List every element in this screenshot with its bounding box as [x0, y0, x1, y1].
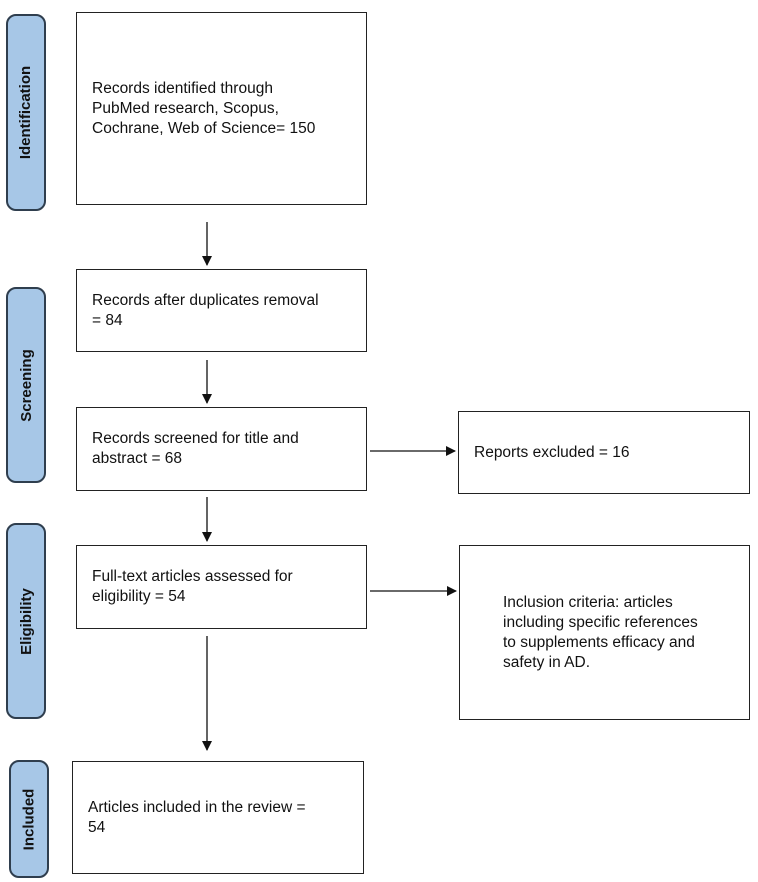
full-text-assessed-box: Full-text articles assessed for eligibil… — [76, 545, 367, 629]
records-screened-text: Records screened for title and abstract … — [92, 430, 299, 467]
reports-excluded-text: Reports excluded = 16 — [474, 443, 630, 461]
records-screened-box: Records screened for title and abstract … — [76, 407, 367, 491]
reports-excluded-box: Reports excluded = 16 — [458, 411, 750, 494]
records-identified-box: Records identified through PubMed resear… — [76, 12, 367, 205]
phase-eligibility: Eligibility — [6, 523, 46, 719]
phase-screening: Screening — [6, 287, 46, 483]
duplicates-removed-box: Records after duplicates removal = 84 — [76, 269, 367, 352]
inclusion-criteria-box: Inclusion criteria: articles including s… — [459, 545, 750, 720]
full-text-assessed-text: Full-text articles assessed for eligibil… — [92, 568, 293, 605]
phase-included: Included — [9, 760, 49, 878]
inclusion-criteria-text: Inclusion criteria: articles including s… — [503, 593, 698, 671]
duplicates-removed-text: Records after duplicates removal = 84 — [92, 291, 319, 329]
included-review-text: Articles included in the review = 54 — [88, 798, 306, 836]
included-review-box: Articles included in the review = 54 — [72, 761, 364, 874]
records-identified-text: Records identified through PubMed resear… — [92, 79, 316, 137]
phase-identification: Identification — [6, 14, 46, 211]
